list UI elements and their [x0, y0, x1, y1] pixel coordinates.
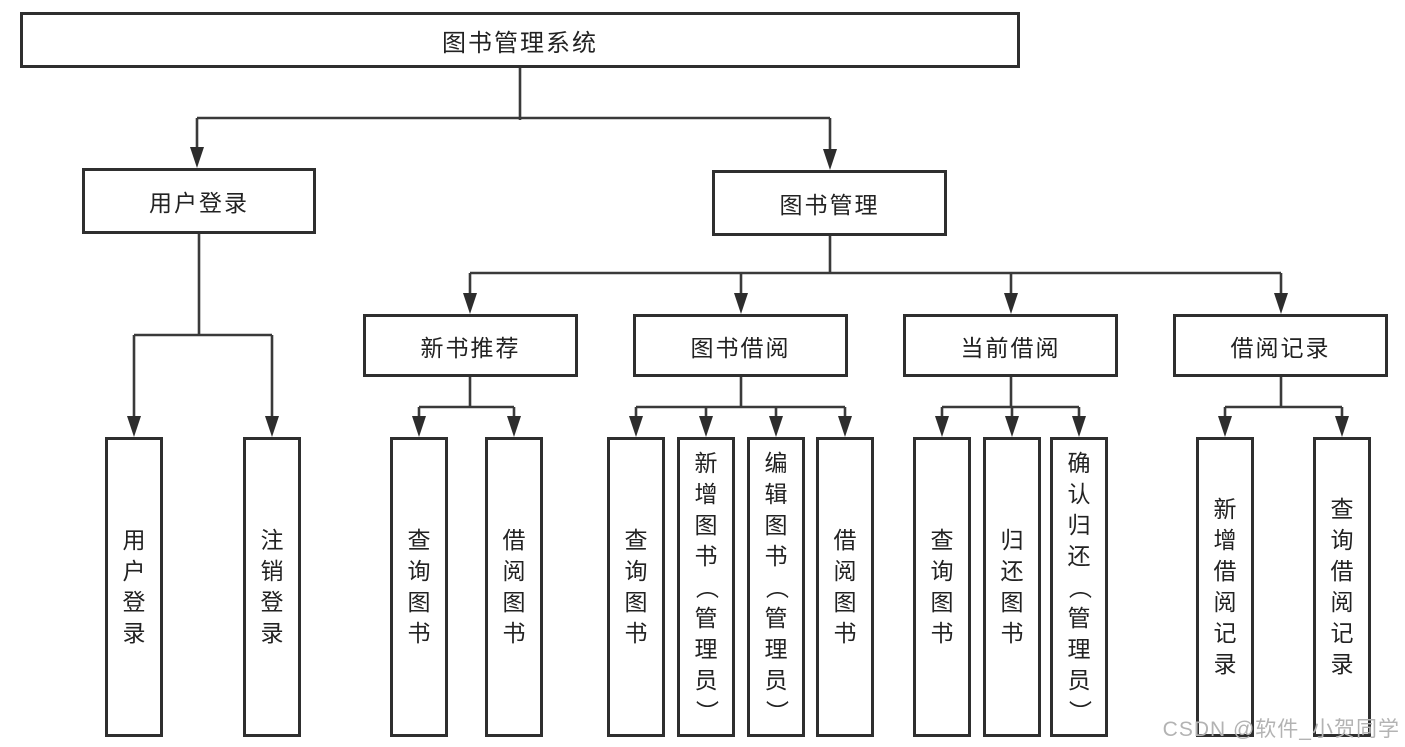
- leaf-current-query-book: 查询图书: [913, 437, 971, 737]
- leaf-return-book: 归还图书: [983, 437, 1041, 737]
- node-current-borrow: 当前借阅: [903, 314, 1118, 377]
- leaf-borrow-borrow-book: 借阅图书: [816, 437, 874, 737]
- leaf-user-login: 用户登录: [105, 437, 163, 737]
- leaf-query-borrow-record: 查询借阅记录: [1313, 437, 1371, 737]
- node-book-management: 图书管理: [712, 170, 947, 236]
- leaf-logout: 注销登录: [243, 437, 301, 737]
- node-book-borrow: 图书借阅: [633, 314, 848, 377]
- leaf-recommend-query-book: 查询图书: [390, 437, 448, 737]
- node-borrow-record: 借阅记录: [1173, 314, 1388, 377]
- node-new-book-recommend: 新书推荐: [363, 314, 578, 377]
- leaf-borrow-query-book: 查询图书: [607, 437, 665, 737]
- arrowheads: [127, 147, 1349, 437]
- leaf-confirm-return-admin: 确认归还（管理员）: [1050, 437, 1108, 737]
- leaf-recommend-borrow-book: 借阅图书: [485, 437, 543, 737]
- node-user-login: 用户登录: [82, 168, 316, 234]
- leaf-add-book-admin: 新增图书（管理员）: [677, 437, 735, 737]
- node-root-library-system: 图书管理系统: [20, 12, 1020, 68]
- leaf-edit-book-admin: 编辑图书（管理员）: [747, 437, 805, 737]
- leaf-add-borrow-record: 新增借阅记录: [1196, 437, 1254, 737]
